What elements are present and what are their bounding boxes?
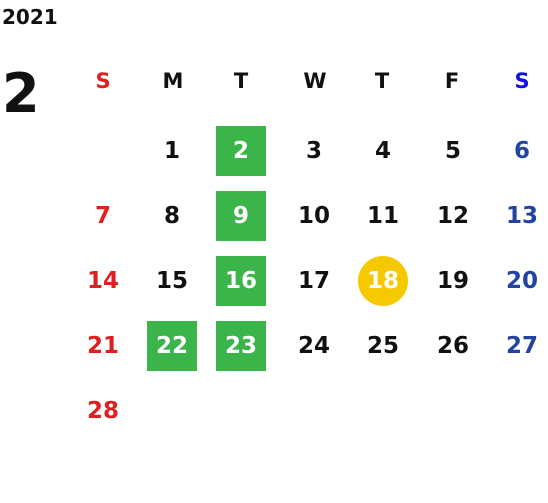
day-cell[interactable]: 6 xyxy=(513,138,530,164)
day-cell[interactable]: 17 xyxy=(297,268,330,294)
day-cell[interactable]: 20 xyxy=(505,268,538,294)
weekday-thu: T xyxy=(374,69,390,93)
weekday-sat: S xyxy=(514,69,530,93)
weekday-wed: W xyxy=(303,69,327,93)
day-cell[interactable]: 24 xyxy=(297,333,330,359)
day-cell[interactable]: 27 xyxy=(505,333,538,359)
day-cell[interactable]: 23 xyxy=(216,321,266,371)
day-cell[interactable]: 18 xyxy=(358,256,408,306)
year-label: 2021 xyxy=(2,5,58,29)
day-cell[interactable]: 16 xyxy=(216,256,266,306)
day-cell[interactable]: 7 xyxy=(94,203,111,229)
weekday-tue: T xyxy=(233,69,249,93)
day-cell[interactable]: 19 xyxy=(436,268,469,294)
weekday-sun: S xyxy=(95,69,111,93)
day-cell[interactable]: 3 xyxy=(305,138,322,164)
day-cell[interactable]: 15 xyxy=(155,268,188,294)
month-label: 2 xyxy=(2,62,40,125)
day-cell[interactable]: 13 xyxy=(505,203,538,229)
day-cell[interactable]: 4 xyxy=(374,138,391,164)
weekday-mon: M xyxy=(162,69,184,93)
day-cell[interactable]: 9 xyxy=(216,191,266,241)
day-cell[interactable]: 28 xyxy=(86,398,119,424)
day-cell[interactable]: 12 xyxy=(436,203,469,229)
day-cell[interactable]: 14 xyxy=(86,268,119,294)
day-cell[interactable]: 25 xyxy=(366,333,399,359)
day-cell[interactable]: 26 xyxy=(436,333,469,359)
day-cell[interactable]: 10 xyxy=(297,203,330,229)
day-cell[interactable]: 5 xyxy=(444,138,461,164)
day-cell[interactable]: 1 xyxy=(163,138,180,164)
day-cell[interactable]: 22 xyxy=(147,321,197,371)
day-cell[interactable]: 21 xyxy=(86,333,119,359)
day-cell[interactable]: 2 xyxy=(216,126,266,176)
weekday-fri: F xyxy=(444,69,460,93)
day-cell[interactable]: 11 xyxy=(366,203,399,229)
day-cell[interactable]: 8 xyxy=(163,203,180,229)
